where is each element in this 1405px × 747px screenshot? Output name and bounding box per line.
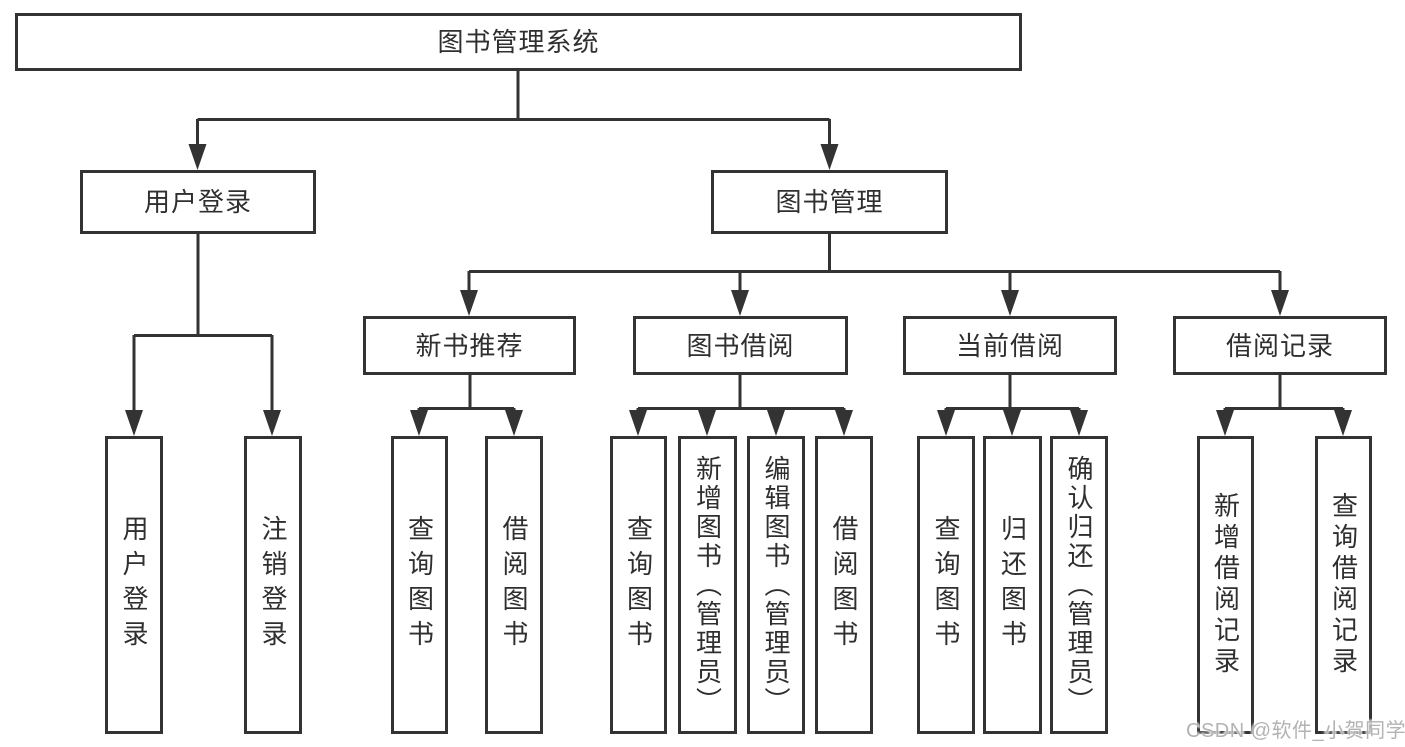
node-user-login: 用户登录 <box>80 170 316 234</box>
node-library-management-system: 图书管理系统 <box>15 13 1022 71</box>
leaf-add-book-admin-label: 新增图书（管理员） <box>692 454 723 716</box>
leaf-logout: 注销登录 <box>244 436 302 734</box>
leaf-logout-label: 注销登录 <box>258 515 288 655</box>
leaf-query-book-recommend: 查询图书 <box>391 436 448 734</box>
leaf-query-book-borrow: 查询图书 <box>610 436 667 734</box>
leaf-query-book-current-label: 查询图书 <box>931 515 961 655</box>
leaf-query-borrow-record: 查询借阅记录 <box>1315 436 1372 734</box>
leaf-add-book-admin: 新增图书（管理员） <box>678 436 737 734</box>
leaf-user-login: 用户登录 <box>105 436 163 734</box>
leaf-add-borrow-record-label: 新增借阅记录 <box>1210 492 1241 678</box>
node-current-borrow: 当前借阅 <box>903 316 1117 375</box>
leaf-user-login-label: 用户登录 <box>119 515 149 655</box>
node-new-book-recommend: 新书推荐 <box>363 316 576 375</box>
node-book-management: 图书管理 <box>711 170 948 234</box>
leaf-query-book-borrow-label: 查询图书 <box>623 515 654 655</box>
leaf-borrow-book-recommend-label: 借阅图书 <box>499 515 529 655</box>
leaf-edit-book-admin-label: 编辑图书（管理员） <box>761 454 791 716</box>
node-borrow-records: 借阅记录 <box>1173 316 1387 375</box>
leaf-borrow-book: 借阅图书 <box>815 436 873 734</box>
leaf-confirm-return-admin: 确认归还（管理员） <box>1050 436 1108 734</box>
leaf-query-book-current: 查询图书 <box>917 436 975 734</box>
leaf-borrow-book-recommend: 借阅图书 <box>485 436 543 734</box>
node-book-borrow: 图书借阅 <box>633 316 848 375</box>
watermark: CSDN @软件_小贺同学 <box>1186 720 1405 742</box>
leaf-return-book-label: 归还图书 <box>997 515 1028 655</box>
leaf-query-borrow-record-label: 查询借阅记录 <box>1328 492 1359 678</box>
leaf-edit-book-admin: 编辑图书（管理员） <box>747 436 805 734</box>
leaf-borrow-book-label: 借阅图书 <box>829 515 859 655</box>
leaf-query-book-recommend-label: 查询图书 <box>404 515 435 655</box>
leaf-confirm-return-admin-label: 确认归还（管理员） <box>1064 454 1094 716</box>
leaf-return-book: 归还图书 <box>983 436 1042 734</box>
leaf-add-borrow-record: 新增借阅记录 <box>1197 436 1254 734</box>
